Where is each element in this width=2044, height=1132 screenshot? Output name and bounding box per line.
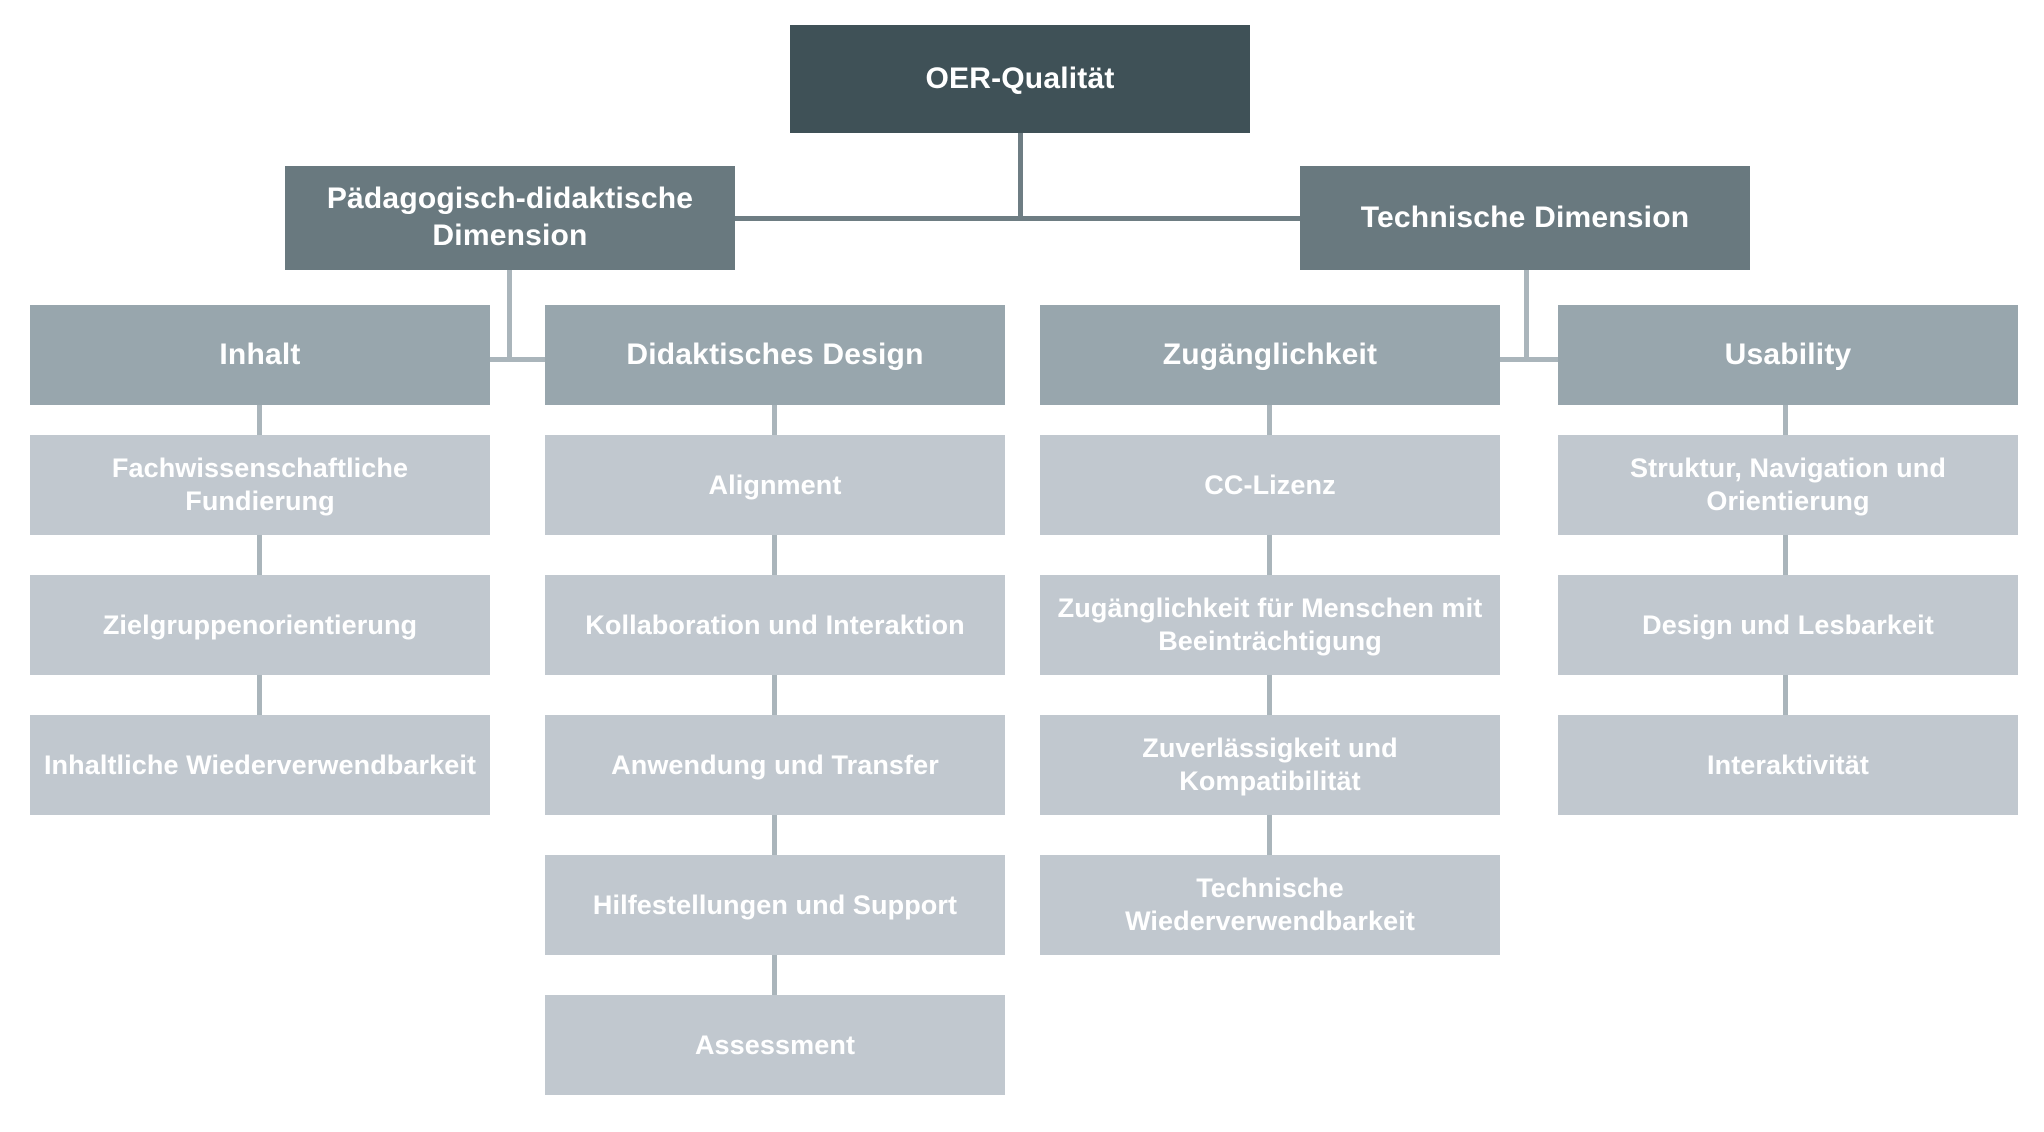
- node-criterion-label: Interaktivität: [1707, 749, 1869, 780]
- node-criterion-label: Zuverlässigkeit und Kompatibilität: [1142, 733, 1398, 796]
- node-criterion-assessment[interactable]: Assessment: [545, 995, 1005, 1095]
- connector-spine-usability: [1783, 405, 1788, 725]
- node-criterion-label: CC-Lizenz: [1204, 469, 1336, 500]
- node-criterion-zugaenglichkeit-fuer-menschen-mit-beeintraechtigung[interactable]: Zugänglichkeit für Menschen mit Beeinträ…: [1040, 575, 1500, 675]
- node-category-label: Usability: [1724, 337, 1852, 371]
- node-category-inhalt[interactable]: Inhalt: [30, 305, 490, 405]
- node-dimension-paedagogisch-didaktisch[interactable]: Pädagogisch-didaktische Dimension: [285, 166, 735, 270]
- node-criterion-label: Assessment: [694, 1029, 856, 1060]
- node-criterion-label: Technische Wiederverwendbarkeit: [1125, 873, 1415, 936]
- node-criterion-label: Struktur, Navigation und Orientierung: [1630, 453, 1946, 516]
- node-criterion-label: Anwendung und Transfer: [611, 749, 939, 780]
- node-criterion-zuverlaessigkeit-und-kompatibilitaet[interactable]: Zuverlässigkeit und Kompatibilität: [1040, 715, 1500, 815]
- connector-technical-bus: [1500, 357, 1558, 362]
- node-dimension-label: Technische Dimension: [1360, 200, 1690, 234]
- node-category-usability[interactable]: Usability: [1558, 305, 2018, 405]
- node-category-label: Didaktisches Design: [626, 337, 924, 371]
- node-root-label: OER-Qualität: [925, 61, 1115, 95]
- node-criterion-cc-lizenz[interactable]: CC-Lizenz: [1040, 435, 1500, 535]
- node-criterion-label: Zielgruppenorientierung: [102, 609, 418, 640]
- node-criterion-label: Design und Lesbarkeit: [1642, 609, 1934, 640]
- node-criterion-label: Zugänglichkeit für Menschen mit Beeinträ…: [1057, 593, 1483, 656]
- node-category-didaktisches-design[interactable]: Didaktisches Design: [545, 305, 1005, 405]
- node-criterion-label: Inhaltliche Wiederverwendbarkeit: [43, 749, 477, 780]
- node-criterion-struktur-navigation-und-orientierung[interactable]: Struktur, Navigation und Orientierung: [1558, 435, 2018, 535]
- node-category-zugaenglichkeit[interactable]: Zugänglichkeit: [1040, 305, 1500, 405]
- node-criterion-zielgruppenorientierung[interactable]: Zielgruppenorientierung: [30, 575, 490, 675]
- connector-root-bus: [735, 216, 1301, 221]
- node-criterion-interaktivitaet[interactable]: Interaktivität: [1558, 715, 2018, 815]
- node-criterion-label: Kollaboration und Interaktion: [585, 609, 965, 640]
- node-criterion-anwendung-und-transfer[interactable]: Anwendung und Transfer: [545, 715, 1005, 815]
- node-criterion-inhaltliche-wiederverwendbarkeit[interactable]: Inhaltliche Wiederverwendbarkeit: [30, 715, 490, 815]
- connector-pedagogical-stem: [507, 270, 512, 362]
- node-criterion-label: Hilfestellungen und Support: [592, 889, 958, 920]
- node-criterion-hilfestellungen-und-support[interactable]: Hilfestellungen und Support: [545, 855, 1005, 955]
- node-category-label: Zugänglichkeit: [1162, 337, 1378, 371]
- node-criterion-design-und-lesbarkeit[interactable]: Design und Lesbarkeit: [1558, 575, 2018, 675]
- node-dimension-label: Pädagogisch-didaktische Dimension: [326, 182, 694, 252]
- node-category-label: Inhalt: [219, 337, 301, 371]
- connector-technical-stem: [1524, 270, 1529, 362]
- node-criterion-alignment[interactable]: Alignment: [545, 435, 1005, 535]
- node-dimension-technische[interactable]: Technische Dimension: [1300, 166, 1750, 270]
- node-criterion-label: Fachwissenschaftliche Fundierung: [111, 453, 409, 516]
- node-criterion-kollaboration-und-interaktion[interactable]: Kollaboration und Interaktion: [545, 575, 1005, 675]
- connector-pedagogical-bus: [490, 357, 548, 362]
- node-criterion-label: Alignment: [708, 469, 842, 500]
- connector-spine-didaktisches-design: [772, 405, 777, 1005]
- node-root-oer-qualitaet[interactable]: OER-Qualität: [790, 25, 1250, 133]
- connector-root-stem: [1018, 133, 1023, 221]
- node-criterion-fachwissenschaftliche-fundierung[interactable]: Fachwissenschaftliche Fundierung: [30, 435, 490, 535]
- node-criterion-technische-wiederverwendbarkeit[interactable]: Technische Wiederverwendbarkeit: [1040, 855, 1500, 955]
